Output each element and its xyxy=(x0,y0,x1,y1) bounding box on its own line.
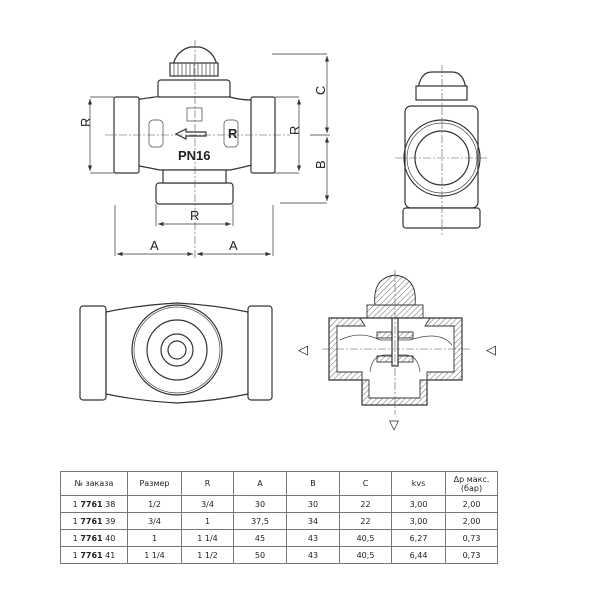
header-size: Размер xyxy=(127,471,182,496)
cell-a: 30 xyxy=(233,495,287,513)
dim-r-right: R xyxy=(287,126,302,135)
cell-b: 34 xyxy=(286,512,340,530)
top-view xyxy=(79,302,273,404)
header-r: R xyxy=(181,471,234,496)
order-number: 1 7761 39 xyxy=(60,512,128,530)
flow-direction-down-icon: ▽ xyxy=(389,417,399,432)
section-view: ◁ ◁ ▽ xyxy=(298,270,496,432)
order-number: 1 7761 41 xyxy=(60,546,128,564)
table-row: 1 7761 40 1 1 1/4 45 43 40,5 6,27 0,73 xyxy=(60,529,498,547)
flow-arrow-icon xyxy=(174,128,207,140)
cell-r: 3/4 xyxy=(181,495,234,513)
cell-dp: 2,00 xyxy=(445,495,498,513)
order-number: 1 7761 40 xyxy=(60,529,128,547)
cell-c: 40,5 xyxy=(339,529,392,547)
header-c: C xyxy=(339,471,392,496)
cell-kvs: 3,00 xyxy=(391,512,446,530)
logo-mark xyxy=(186,107,203,122)
front-view: R PN16 R R C B R A A xyxy=(78,40,330,258)
table-row: 1 7761 38 1/2 3/4 30 30 22 3,00 2,00 xyxy=(60,495,498,513)
cell-dp: 2,00 xyxy=(445,512,498,530)
header-order-no: № заказа xyxy=(60,471,128,496)
flow-direction-left-icon: ◁ xyxy=(298,342,308,357)
table-header-row: № заказа Размер R A B C kvs Δp макс.(бар… xyxy=(60,471,498,496)
flow-direction-right-icon: ◁ xyxy=(486,342,496,357)
header-a: A xyxy=(233,471,287,496)
cell-dp: 0,73 xyxy=(445,529,498,547)
header-dp-max: Δp макс.(бар) xyxy=(445,471,498,496)
cell-c: 22 xyxy=(339,512,392,530)
valve-drawings: R PN16 R R C B R A A xyxy=(78,40,496,432)
cell-c: 40,5 xyxy=(339,546,392,564)
dim-c: C xyxy=(313,86,328,95)
dim-r-bottom: R xyxy=(190,208,199,223)
table-row: 1 7761 39 3/4 1 37,5 34 22 3,00 2,00 xyxy=(60,512,498,530)
dim-a-right: A xyxy=(229,238,238,253)
cell-r: 1 xyxy=(181,512,234,530)
specification-table: № заказа Размер R A B C kvs Δp макс.(бар… xyxy=(60,471,498,564)
cell-size: 1/2 xyxy=(127,495,182,513)
cell-b: 30 xyxy=(286,495,340,513)
side-view xyxy=(395,65,488,235)
cell-a: 45 xyxy=(233,529,287,547)
dim-r-left: R xyxy=(78,118,93,127)
cell-dp: 0,73 xyxy=(445,546,498,564)
pressure-rating: PN16 xyxy=(178,148,211,163)
cell-r: 1 1/2 xyxy=(181,546,234,564)
r-badge: R xyxy=(228,126,238,141)
cell-kvs: 6,44 xyxy=(391,546,446,564)
dim-b: B xyxy=(313,160,328,169)
cell-size: 1 1/4 xyxy=(127,546,182,564)
order-number: 1 7761 38 xyxy=(60,495,128,513)
cell-b: 43 xyxy=(286,529,340,547)
cell-size: 1 xyxy=(127,529,182,547)
header-b: B xyxy=(286,471,340,496)
header-kvs: kvs xyxy=(391,471,446,496)
header-dp-line2: (бар) xyxy=(460,483,483,493)
bottom-port xyxy=(155,182,234,205)
dim-a-left: A xyxy=(150,238,159,253)
cell-size: 3/4 xyxy=(127,512,182,530)
cell-a: 50 xyxy=(233,546,287,564)
cell-kvs: 3,00 xyxy=(391,495,446,513)
cell-kvs: 6,27 xyxy=(391,529,446,547)
table-row: 1 7761 41 1 1/4 1 1/2 50 43 40,5 6,44 0,… xyxy=(60,546,498,564)
cell-c: 22 xyxy=(339,495,392,513)
cell-r: 1 1/4 xyxy=(181,529,234,547)
header-dp-line1: Δp макс. xyxy=(453,474,490,484)
cell-a: 37,5 xyxy=(233,512,287,530)
cell-b: 43 xyxy=(286,546,340,564)
